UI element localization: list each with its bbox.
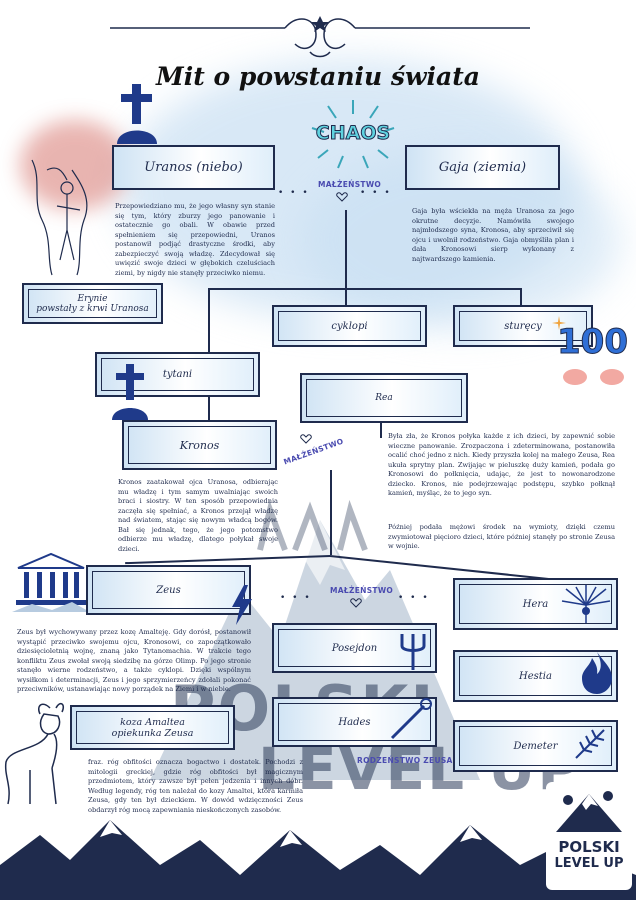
ornament-top — [110, 16, 530, 58]
heart-icon — [336, 192, 348, 202]
cyklopi-label: cyklopi — [331, 320, 368, 332]
hestia-label: Hestia — [519, 670, 552, 682]
marriage-tag: MAŁŻEŃSTWO — [330, 586, 394, 595]
marriage-connector: • • • — [278, 188, 310, 198]
gaja-label: Gaja (ziemia) — [438, 160, 527, 175]
chaos-burst-icon — [311, 100, 395, 169]
flame-icon — [582, 652, 612, 694]
erynie-label: Erynie — [77, 293, 108, 304]
tree-line — [330, 470, 332, 555]
page-title: Mit o powstaniu świata — [156, 62, 480, 91]
logo-line2: LEVEL UP — [554, 856, 624, 871]
posejdon-box: Posejdon — [272, 623, 437, 673]
gaja-text: Gaja była wściekła na męża Uranosa za je… — [412, 207, 574, 263]
marriage-tag: MAŁŻEŃSTWO — [318, 180, 382, 189]
uranos-text: Przepowiedziano mu, że jego własny syn s… — [115, 202, 275, 277]
cyklopi-box: cyklopi — [272, 305, 427, 347]
heart-icon — [350, 598, 362, 608]
uranos-box: Uranos (niebo) — [112, 145, 275, 190]
sturecy-label: sturęcy — [504, 320, 542, 332]
scepter-icon — [390, 698, 432, 740]
zeus-text: Zeus był wychowywany przez kozę Amalteję… — [17, 628, 251, 694]
wheat-icon — [575, 729, 605, 759]
tree-line — [345, 210, 347, 288]
logo-line1: POLSKI — [558, 838, 620, 856]
peacock-icon — [561, 585, 611, 623]
blood-splatter — [20, 120, 130, 210]
erynie-sublabel: powstały z krwi Uranosa — [36, 303, 149, 314]
tytani-label: tytani — [162, 369, 193, 380]
rea-text-2: Później podała mężowi środek na wymioty,… — [388, 523, 615, 551]
cross-icon — [117, 84, 157, 144]
kronos-box: Kronos — [122, 420, 277, 470]
trident-icon — [400, 634, 426, 670]
koza-box: koza Amaltea opiekunka Zeusa — [70, 705, 235, 750]
brand-logo: POLSKI LEVEL UP — [546, 782, 632, 890]
clapping-hands-icon — [563, 369, 624, 385]
lightning-icon — [232, 585, 252, 625]
heart-icon — [300, 434, 312, 444]
koza-text: fraz. róg obfitości oznacza bogactwo i d… — [88, 758, 303, 814]
koza-label: koza Amaltea — [120, 716, 185, 728]
temple-icon — [12, 552, 90, 612]
erynie-box: Erynie powstały z krwi Uranosa — [22, 283, 163, 324]
tree-line — [208, 288, 210, 353]
climbers-icon — [556, 791, 622, 832]
sturecy-box: sturęcy — [453, 305, 593, 347]
marriage-connector: • • • — [280, 593, 312, 603]
erynie-illustration — [31, 159, 88, 276]
hades-label: Hades — [338, 716, 371, 728]
zeus-label: Zeus — [156, 584, 181, 596]
hundred-badge: 100 — [557, 322, 629, 363]
hera-label: Hera — [522, 598, 549, 610]
posejdon-label: Posejdon — [331, 642, 378, 654]
mountain-range — [0, 820, 636, 900]
sparkle-icon — [552, 316, 566, 330]
demeter-box: Demeter — [453, 720, 618, 772]
tree-line — [208, 288, 520, 290]
marriage-connector: • • • — [398, 593, 430, 603]
koza-sublabel: opiekunka Zeusa — [111, 727, 194, 739]
tree-line — [520, 288, 522, 306]
chaos-label: CHAOS — [315, 122, 391, 145]
zeus-box: Zeus — [86, 565, 251, 615]
marriage-connector: • • • — [360, 188, 392, 198]
rea-box: Rea — [300, 373, 468, 423]
uranos-label: Uranos (niebo) — [144, 160, 243, 175]
kronos-label: Kronos — [179, 438, 220, 452]
kronos-text: Kronos zaatakował ojca Uranosa, odbieraj… — [118, 478, 278, 553]
cross-icon — [112, 364, 148, 420]
tree-line — [345, 288, 347, 306]
rea-text: Była zła, że Kronos połyka każde z ich d… — [388, 432, 615, 498]
rea-label: Rea — [375, 393, 393, 403]
gaja-box: Gaja (ziemia) — [405, 145, 560, 190]
tree-line — [208, 397, 210, 422]
demeter-label: Demeter — [513, 740, 558, 752]
siblings-tag: RODZEŃSTWO ZEUSA — [357, 756, 453, 765]
goat-illustration — [4, 702, 65, 805]
